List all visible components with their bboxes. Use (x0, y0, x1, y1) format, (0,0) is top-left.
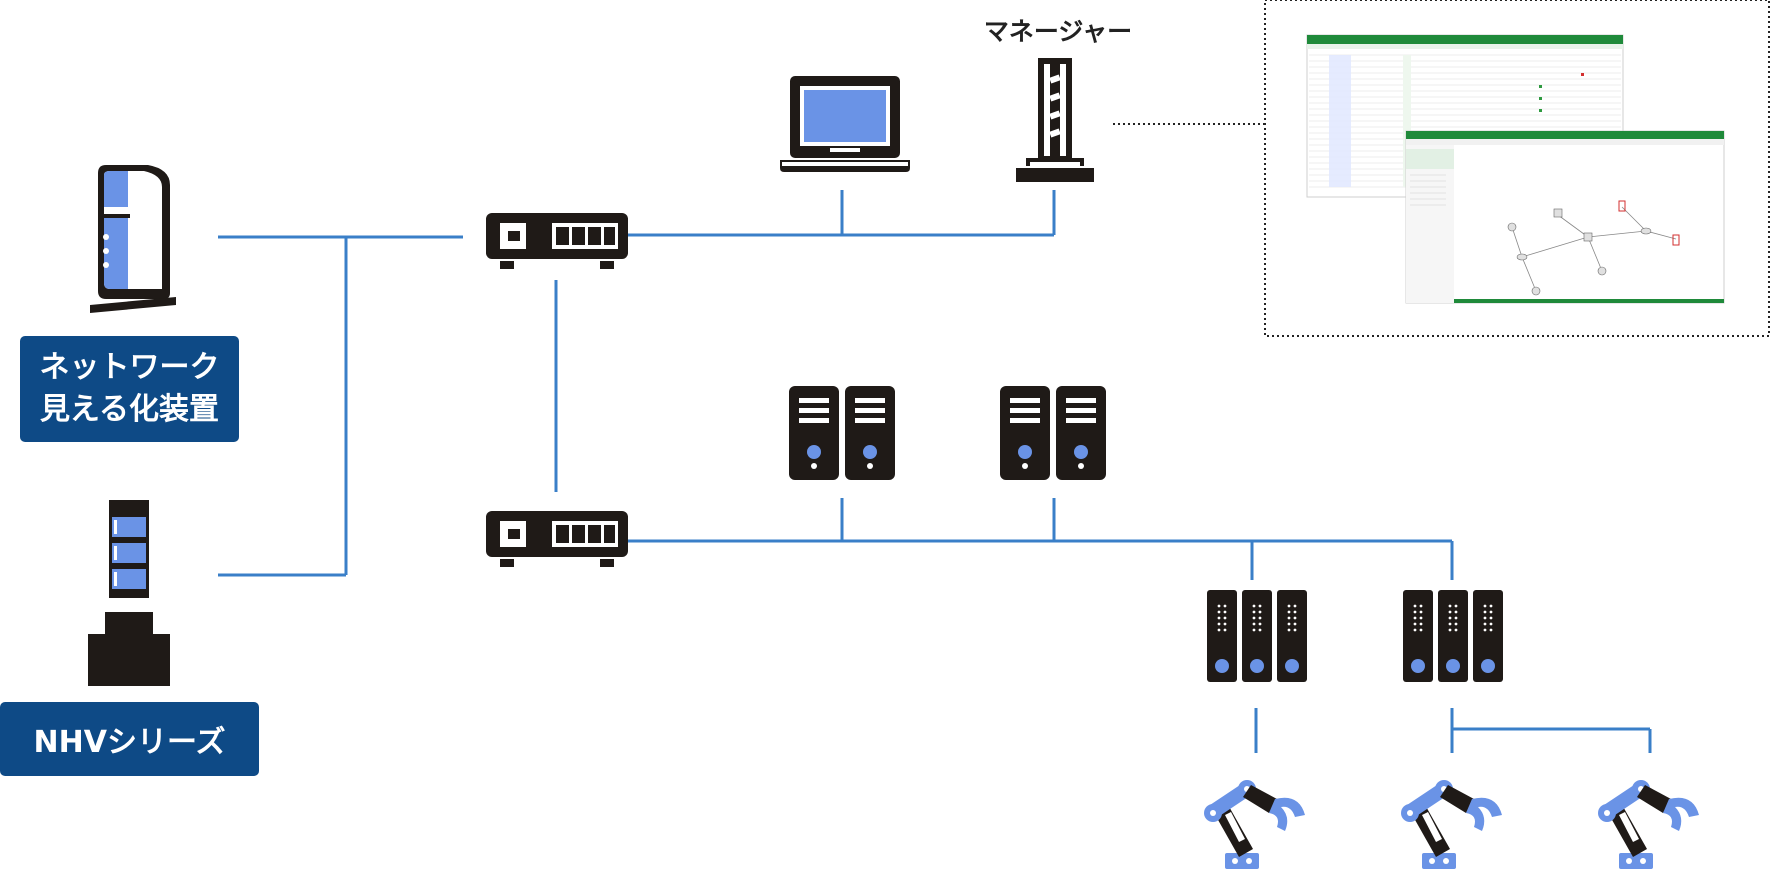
signal-tower-icon (88, 500, 170, 686)
connection-lines (218, 190, 1652, 753)
robot-arm-icon (1598, 780, 1699, 869)
manager-topology-screenshot (1405, 130, 1725, 304)
network-visualizer-label-line2: 見える化装置 (39, 392, 220, 427)
plc-unit-icon (1207, 590, 1307, 682)
nhv-series-label-text: NHVシリーズ (33, 725, 226, 760)
nhv-series-label: NHVシリーズ (0, 702, 259, 776)
screenshot-frame (1264, 0, 1770, 337)
manager-title: マネージャー (984, 17, 1132, 46)
robot-arm-icon (1401, 780, 1502, 869)
network-switch-icon (486, 213, 628, 269)
server-pair-icon (1000, 386, 1106, 480)
network-switch-icon (486, 511, 628, 567)
network-visualizer-label-line1: ネットワーク (39, 350, 220, 385)
plc-unit-icon (1403, 590, 1503, 682)
tower-appliance-icon (90, 165, 176, 313)
tower-server-icon (1016, 58, 1094, 182)
network-visualizer-label: ネットワーク 見える化装置 (20, 336, 239, 442)
laptop-icon (780, 76, 910, 172)
robot-arm-icon (1204, 780, 1305, 869)
server-pair-icon (789, 386, 895, 480)
